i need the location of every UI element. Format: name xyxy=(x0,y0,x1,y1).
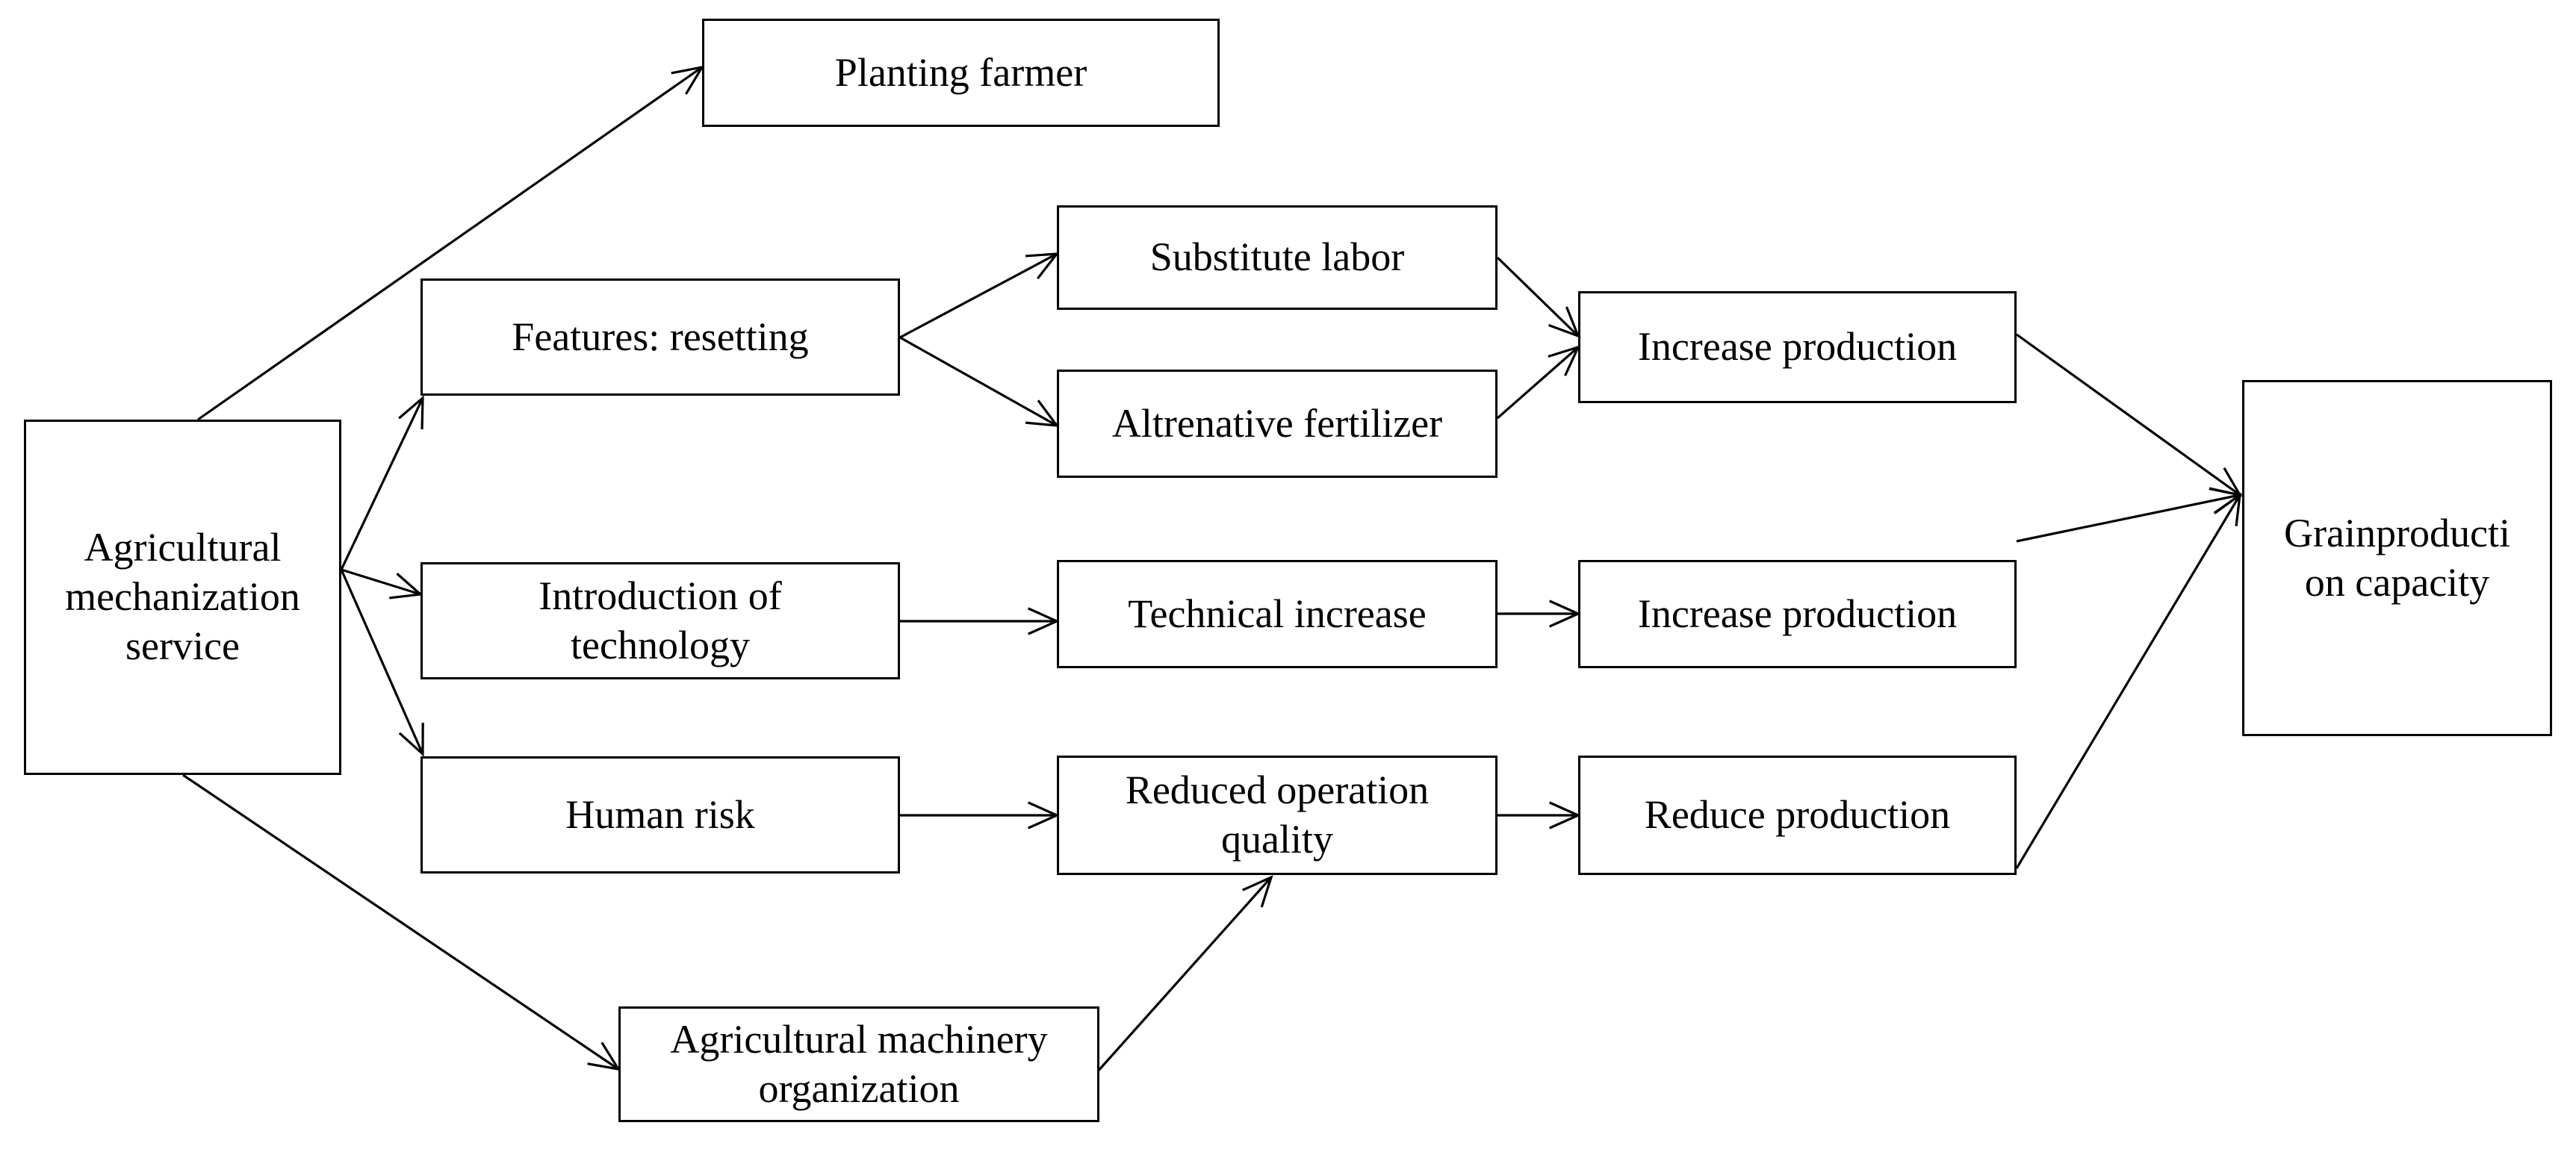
node-substitute-labor[interactable]: Substitute labor xyxy=(1057,205,1498,310)
edge-technical-increase-to-increase-production-mid xyxy=(1498,600,1581,628)
node-planting-farmer[interactable]: Planting farmer xyxy=(702,19,1220,127)
edge-altrenative-fertilizer-to-increase-production-top xyxy=(1496,345,1580,420)
edge-introduction-of-technology-to-technical-increase xyxy=(900,607,1060,635)
node-label-substitute-labor: Substitute labor xyxy=(1149,234,1405,280)
node-human-risk[interactable]: Human risk xyxy=(420,756,900,874)
node-label-planting-farmer: Planting farmer xyxy=(834,49,1087,95)
edge-reduce-production-to-grain-production-capacity xyxy=(2015,492,2242,869)
edge-features-resetting-to-altrenative-fertilizer xyxy=(899,336,1060,427)
edge-reduced-operation-quality-to-reduce-production xyxy=(1498,801,1581,829)
edge-agricultural-machinery-organization-to-reduced-operation-quality xyxy=(1095,875,1273,1074)
edge-increase-production-mid-to-grain-production-capacity xyxy=(2016,487,2243,543)
node-label-introduction-of-technology: Introduction of technology xyxy=(539,573,782,667)
edge-substitute-labor-to-increase-production-top xyxy=(1496,256,1580,338)
node-grain-production-capacity[interactable]: Grainproducti on capacity xyxy=(2242,380,2552,736)
node-label-reduced-operation-quality: Reduced operation quality xyxy=(1125,768,1430,862)
edge-agricultural-mechanization-service-to-introduction-of-technology xyxy=(341,568,423,600)
edge-features-resetting-to-substitute-labor xyxy=(899,252,1060,339)
node-label-altrenative-fertilizer: Altrenative fertilizer xyxy=(1111,400,1443,446)
node-increase-production-mid[interactable]: Increase production xyxy=(1578,560,2017,668)
node-label-increase-production-top: Increase production xyxy=(1637,324,1958,370)
node-reduced-operation-quality[interactable]: Reduced operation quality xyxy=(1057,756,1498,875)
node-label-increase-production-mid: Increase production xyxy=(1637,591,1958,636)
node-label-agricultural-machinery-organization: Agricultural machinery organization xyxy=(670,1016,1048,1111)
edge-agricultural-mechanization-service-to-features-resetting xyxy=(340,395,424,570)
node-label-human-risk: Human risk xyxy=(565,791,755,837)
node-introduction-of-technology[interactable]: Introduction of technology xyxy=(420,562,900,679)
node-agricultural-machinery-organization[interactable]: Agricultural machinery organization xyxy=(618,1006,1099,1122)
edge-increase-production-top-to-grain-production-capacity xyxy=(2016,333,2243,497)
node-technical-increase[interactable]: Technical increase xyxy=(1057,560,1498,668)
node-agricultural-mechanization-service[interactable]: Agricultural mechanization service xyxy=(24,420,341,775)
node-label-grain-production-capacity: Grainproducti on capacity xyxy=(2284,510,2510,605)
node-label-reduce-production: Reduce production xyxy=(1644,792,1951,838)
node-reduce-production[interactable]: Reduce production xyxy=(1578,756,2017,875)
node-features-resetting[interactable]: Features: resetting xyxy=(420,278,900,396)
node-altrenative-fertilizer[interactable]: Altrenative fertilizer xyxy=(1057,370,1498,478)
node-label-features-resetting: Features: resetting xyxy=(512,314,809,359)
node-increase-production-top[interactable]: Increase production xyxy=(1578,291,2017,403)
edge-human-risk-to-reduced-operation-quality xyxy=(900,801,1060,829)
node-label-technical-increase: Technical increase xyxy=(1128,591,1427,636)
edge-agricultural-mechanization-service-to-human-risk xyxy=(340,569,424,757)
node-label-agricultural-mechanization-service: Agricultural mechanization service xyxy=(65,525,300,668)
